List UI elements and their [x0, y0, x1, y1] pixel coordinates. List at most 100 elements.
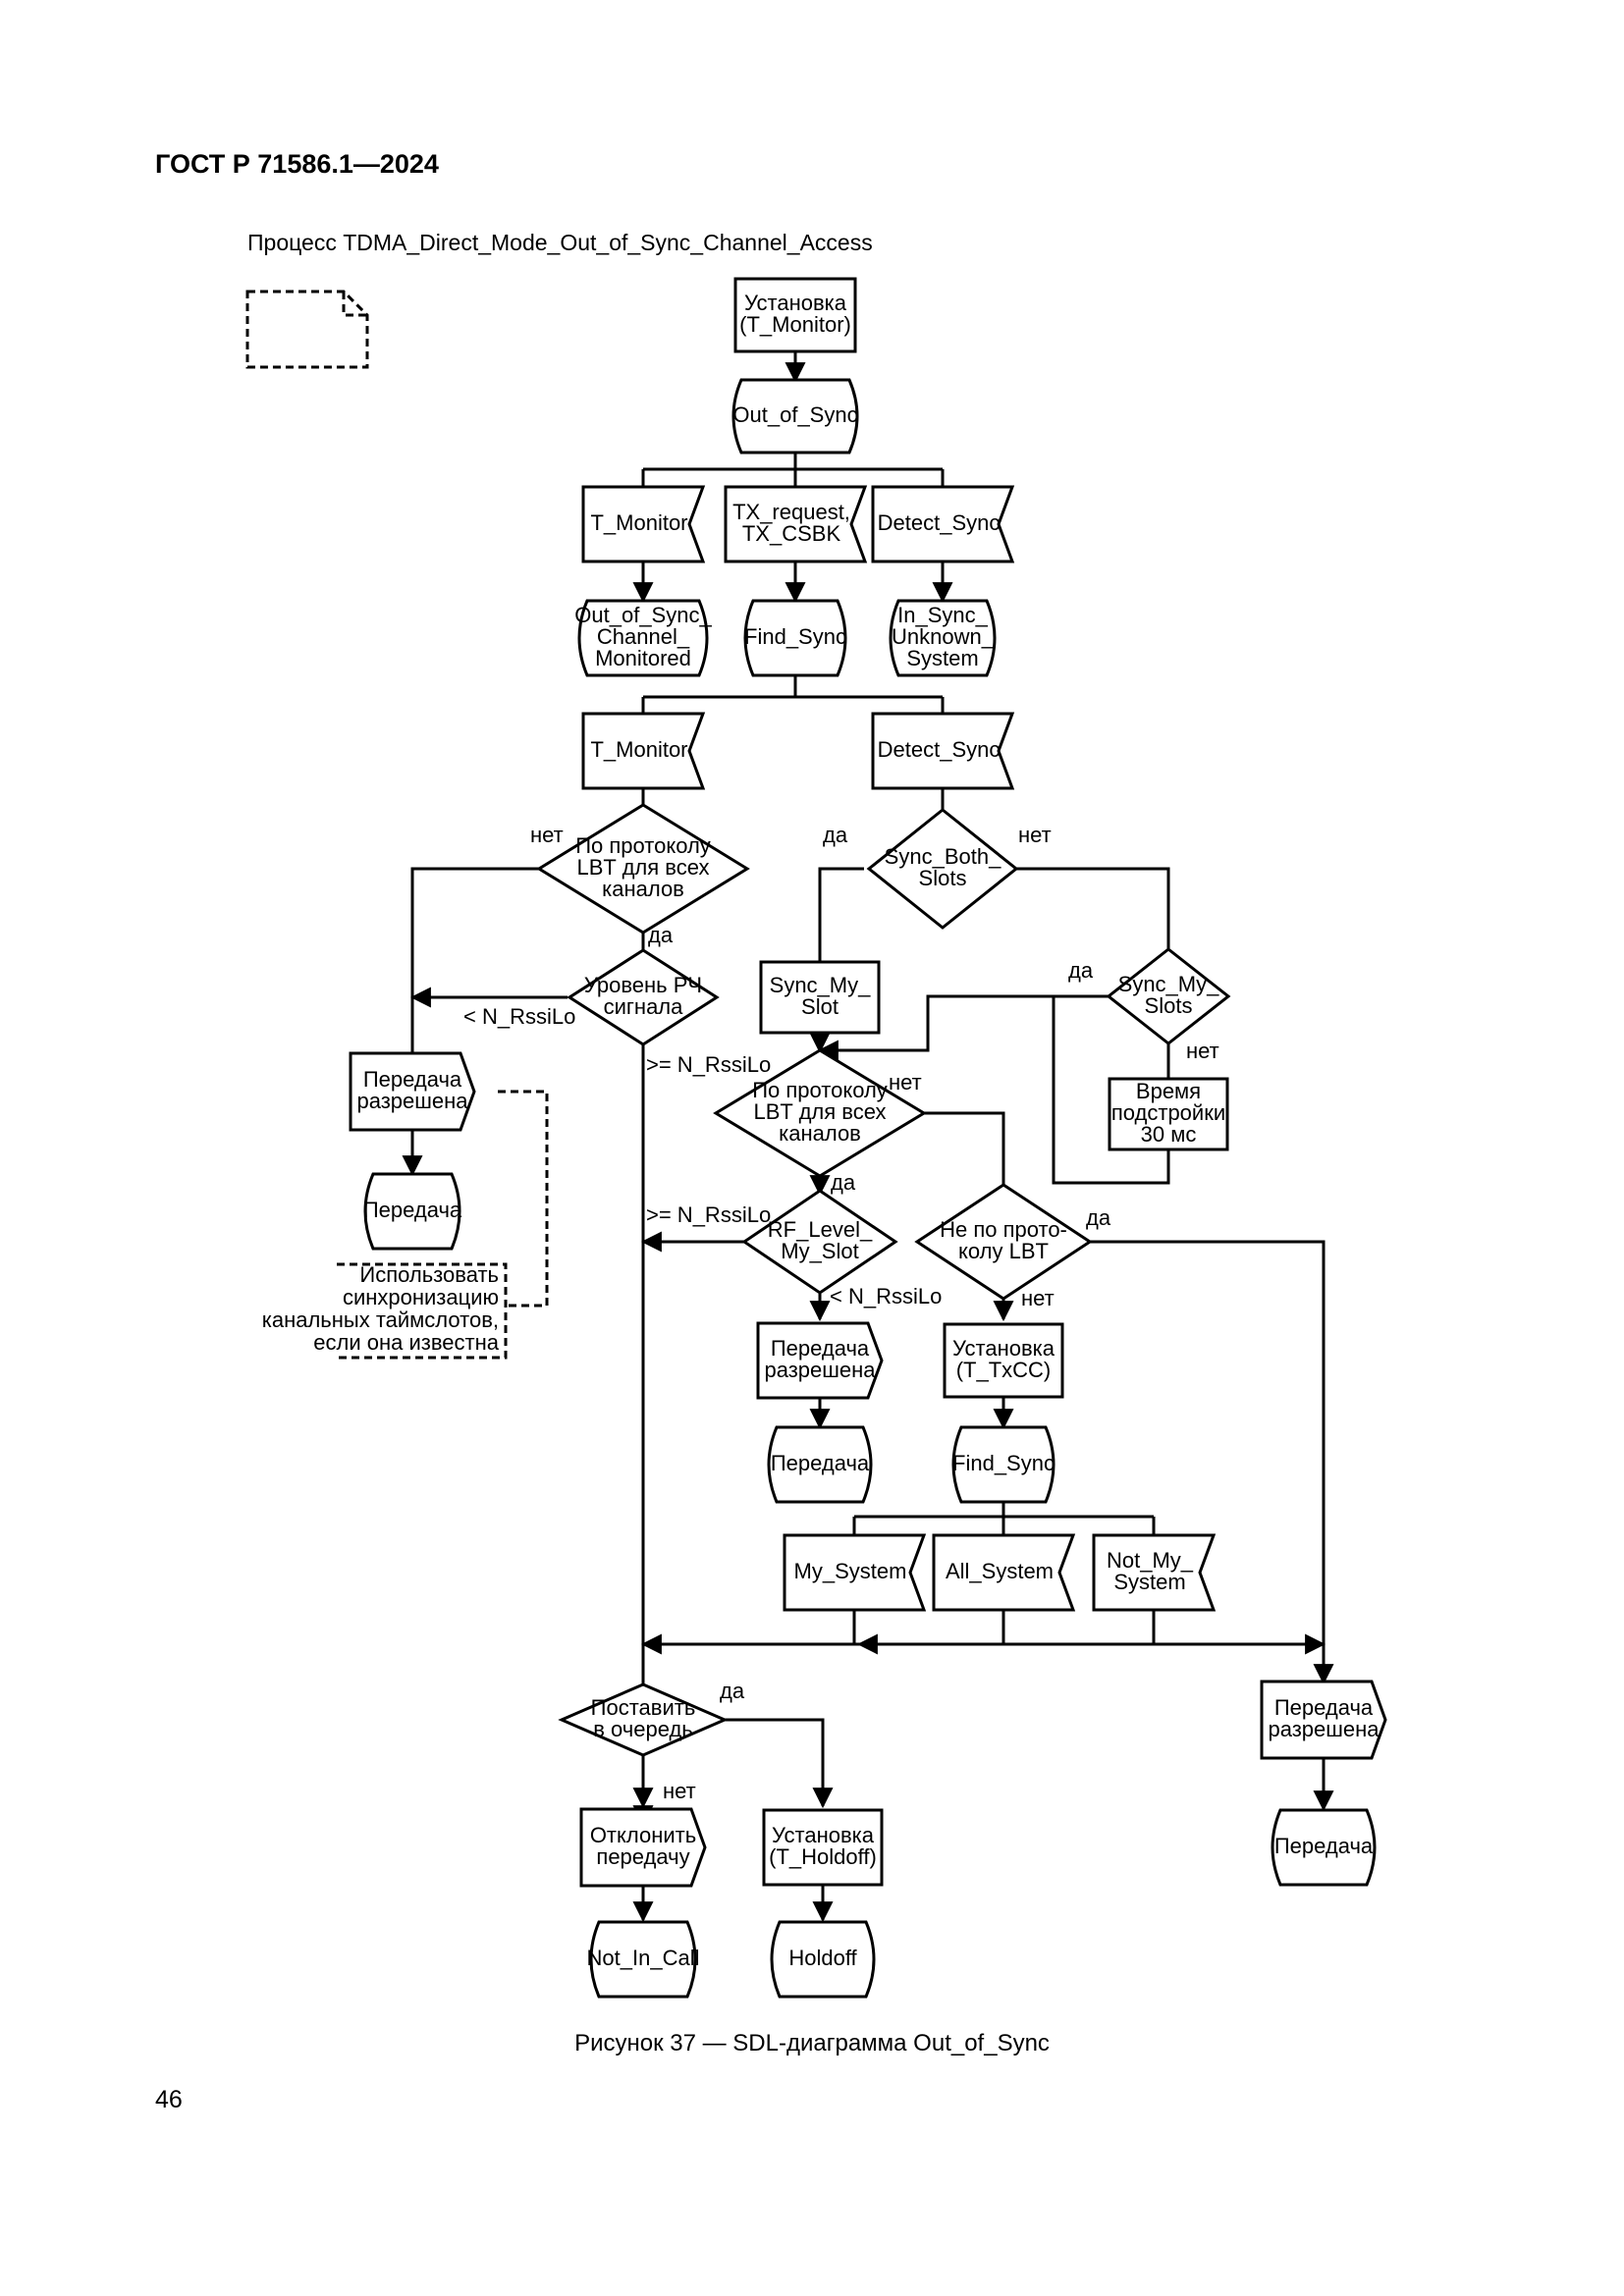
task-sync-my-slot: Sync_My_Slot: [759, 960, 881, 1035]
label-no: нет: [1021, 1286, 1055, 1310]
task-set-t-txcc-label: Установка: [952, 1336, 1056, 1361]
output-tx-allowed-label: разрешена: [1268, 1717, 1380, 1741]
input-t-monitor-label: T_Monitor: [590, 510, 687, 535]
state-not-in-call: Not_In_Call: [587, 1920, 700, 1999]
task-set-t-holdoff: Установка(T_Holdoff): [762, 1808, 884, 1887]
state-transmission: Передача: [1271, 1808, 1377, 1887]
state-channel-monitored-label: Monitored: [595, 646, 691, 670]
input-t-monitor: T_Monitor: [581, 712, 706, 790]
state-out-of-sync-label: Out_of_Sync: [732, 402, 857, 427]
task-set-t-holdoff-label: Установка: [772, 1823, 875, 1847]
task-sync-my-slot-label: Sync_My_: [770, 973, 871, 997]
decision-not-lbt-label: Не по прото-: [940, 1217, 1067, 1242]
state-in-sync-unknown-system-label: Unknown_: [892, 624, 995, 649]
input-all-system-label: All_System: [946, 1559, 1054, 1583]
output-tx-allowed-label: разрешена: [764, 1358, 876, 1382]
decision-rf-level-label: Уровень РЧ: [584, 973, 702, 997]
input-detect-sync: Detect_Sync: [871, 712, 1015, 790]
label-no: нет: [1018, 823, 1052, 847]
label-yes: да: [831, 1170, 856, 1195]
state-not-in-call-label: Not_In_Call: [587, 1946, 700, 1970]
label-ge-n-rssilo: >= N_RssiLo: [646, 1202, 771, 1227]
label-lt-n-rssilo: < N_RssiLo: [463, 1004, 575, 1029]
label-yes: да: [648, 923, 674, 947]
state-channel-monitored-label: Out_of_Sync_: [574, 603, 712, 627]
state-find-sync-label: Find_Sync: [952, 1451, 1055, 1475]
output-reject-transmission-label: Отклонить: [590, 1823, 696, 1847]
input-my-system: My_System: [783, 1533, 927, 1612]
task-adjust-time-label: Время: [1136, 1079, 1201, 1103]
output-tx-allowed-label: разрешена: [356, 1089, 468, 1113]
decision-sync-both-slots: Sync_Both_Slots: [866, 808, 1019, 930]
state-transmission-label: Передача: [1274, 1834, 1374, 1858]
decision-lbt-all-channels-label: По протоколу: [575, 833, 711, 858]
label-yes: да: [720, 1679, 745, 1703]
input-tx-request: TX_request,TX_CSBK: [724, 485, 868, 563]
decision-not-lbt: Не по прото-колу LBT: [914, 1183, 1093, 1301]
decision-rf-level-my-slot-label: RF_Level_: [768, 1217, 873, 1242]
input-tx-request-label: TX_CSBK: [742, 521, 841, 546]
input-detect-sync-label: Detect_Sync: [878, 510, 1001, 535]
input-all-system: All_System: [932, 1533, 1076, 1612]
decision-sync-both-slots-label: Sync_Both_: [885, 844, 1001, 869]
input-not-my-system-label: System: [1113, 1570, 1185, 1594]
page-number: 46: [155, 2086, 183, 2113]
decision-lbt-all-channels-label: LBT для всех: [577, 855, 710, 880]
flow-labels: нет да да нет < N_RssiLo >= N_RssiLo да …: [463, 823, 1219, 1803]
document-header: ГОСТ Р 71586.1—2024: [155, 149, 439, 179]
process-symbol-frame: [245, 290, 369, 369]
decision-queue-label: в очередь: [593, 1717, 693, 1741]
label-no: нет: [663, 1779, 696, 1803]
output-tx-allowed-label: Передача: [771, 1336, 870, 1361]
state-transmission: Передача: [767, 1425, 873, 1504]
state-transmission: Передача: [363, 1172, 462, 1251]
state-transmission-label: Передача: [363, 1198, 462, 1222]
task-set-t-monitor-label: Установка: [744, 291, 847, 315]
label-ge-n-rssilo: >= N_RssiLo: [646, 1052, 771, 1077]
figure-caption: Рисунок 37 — SDL-диаграмма Out_of_Sync: [574, 2030, 1050, 2056]
state-holdoff: Holdoff: [770, 1920, 876, 1999]
task-set-t-monitor-label: (T_Monitor): [739, 312, 851, 337]
decision-rf-level-my-slot-label: My_Slot: [781, 1239, 858, 1263]
task-adjust-time-label: подстройки: [1111, 1100, 1225, 1125]
input-not-my-system-label: Not_My_: [1107, 1548, 1194, 1573]
decision-lbt-all-channels-label: каналов: [779, 1121, 861, 1146]
comment-use-sync-line: канальных таймслотов,: [262, 1308, 499, 1332]
output-tx-allowed-label: Передача: [363, 1067, 462, 1092]
state-transmission-label: Передача: [771, 1451, 870, 1475]
task-adjust-time-label: 30 мс: [1141, 1122, 1197, 1147]
label-no: нет: [530, 823, 564, 847]
label-yes: да: [823, 823, 848, 847]
decision-sync-my-slots: Sync_My_Slots: [1106, 947, 1231, 1045]
label-yes: да: [1068, 958, 1094, 983]
label-no: нет: [1186, 1039, 1219, 1063]
state-channel-monitored-label: Channel_: [597, 624, 690, 649]
input-tx-request-label: TX_request,: [732, 500, 850, 524]
input-t-monitor: T_Monitor: [581, 485, 706, 563]
state-find-sync: Find_Sync: [951, 1425, 1056, 1504]
output-tx-allowed-label: Передача: [1274, 1695, 1374, 1720]
state-find-sync-label: Find_Sync: [744, 624, 846, 649]
task-set-t-holdoff-label: (T_Holdoff): [769, 1844, 877, 1869]
decision-lbt-all-channels-label: каналов: [602, 877, 684, 901]
state-holdoff-label: Holdoff: [788, 1946, 857, 1970]
decision-lbt-all-channels-label: LBT для всех: [754, 1099, 887, 1124]
decision-sync-my-slots-label: Slots: [1145, 993, 1193, 1018]
input-detect-sync: Detect_Sync: [871, 485, 1015, 563]
state-out-of-sync: Out_of_Sync: [731, 378, 859, 454]
comment-use-sync-line: если она известна: [313, 1330, 499, 1355]
decision-not-lbt-label: колу LBT: [958, 1239, 1049, 1263]
comment-use-sync-line: синхронизацию: [343, 1285, 499, 1309]
label-yes: да: [1086, 1205, 1111, 1230]
state-channel-monitored: Out_of_Sync_Channel_Monitored: [574, 599, 712, 677]
task-set-t-monitor: Установка(T_Monitor): [733, 277, 857, 353]
